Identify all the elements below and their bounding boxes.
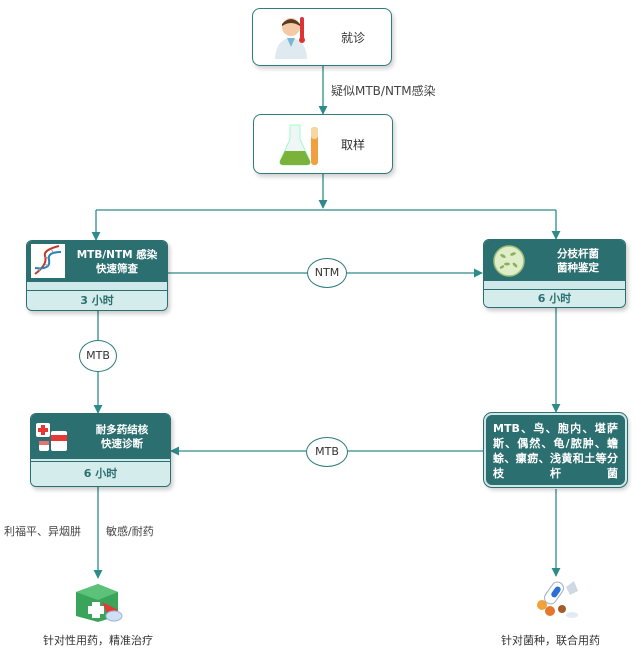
edge-label-sensitivity: 敏感/耐药 — [106, 525, 154, 538]
node-drug-duration: 6 小时 — [31, 461, 170, 486]
node-visit: 就诊 — [252, 8, 392, 66]
node-screening-duration: 3 小时 — [27, 290, 167, 310]
node-drug-title-2: 快速诊断 — [101, 438, 143, 450]
edge-badge-ntm: NTM — [307, 258, 347, 288]
node-species: MTB、鸟、胞内、堪萨斯、偶然、龟/脓肿、蟾蜍、瘰疬、浅黄和土等分枝杆菌 — [483, 412, 628, 488]
node-combined-treatment-label: 针对菌种，联合用药 — [501, 634, 600, 647]
node-identification-title-2: 菌种鉴定 — [557, 262, 599, 274]
node-screening-title: MTB/NTM 感染 快速筛查 — [69, 248, 165, 276]
node-screening-title-1: MTB/NTM 感染 — [76, 249, 158, 261]
node-identification: 分枝杆菌 菌种鉴定 6 小时 — [483, 239, 626, 308]
node-visit-label: 就诊 — [341, 31, 366, 45]
node-targeted-treatment-label: 针对性用药，精准治疗 — [43, 634, 153, 647]
node-identification-title-1: 分枝杆菌 — [557, 248, 599, 260]
node-screening: MTB/NTM 感染 快速筛查 3 小时 — [26, 240, 168, 311]
node-drug-title: 耐多药结核 快速诊断 — [75, 423, 169, 451]
edge-label-drugs: 利福平、异烟肼 — [4, 525, 81, 538]
dna-icon — [31, 244, 65, 278]
node-identification-duration: 6 小时 — [484, 289, 625, 307]
edge-label-suspect: 疑似MTB/NTM感染 — [331, 84, 436, 98]
doctor-icon — [275, 17, 307, 59]
pills-icon — [537, 581, 578, 618]
first-aid-kit-icon — [76, 584, 123, 622]
node-drug-resistance: 耐多药结核 快速诊断 6 小时 — [30, 413, 171, 487]
edge-badge-mtb-left: MTB — [306, 437, 348, 467]
medicine-icon — [36, 423, 67, 451]
node-screening-title-2: 快速筛查 — [96, 263, 138, 275]
node-sampling: 取样 — [253, 114, 393, 174]
node-sampling-label: 取样 — [341, 138, 366, 152]
edge-badge-mtb-down: MTB — [79, 340, 117, 372]
test-tube-icon — [279, 124, 318, 166]
node-identification-title: 分枝杆菌 菌种鉴定 — [532, 247, 624, 275]
node-drug-title-1: 耐多药结核 — [95, 424, 149, 436]
bacteria-icon — [493, 245, 525, 277]
